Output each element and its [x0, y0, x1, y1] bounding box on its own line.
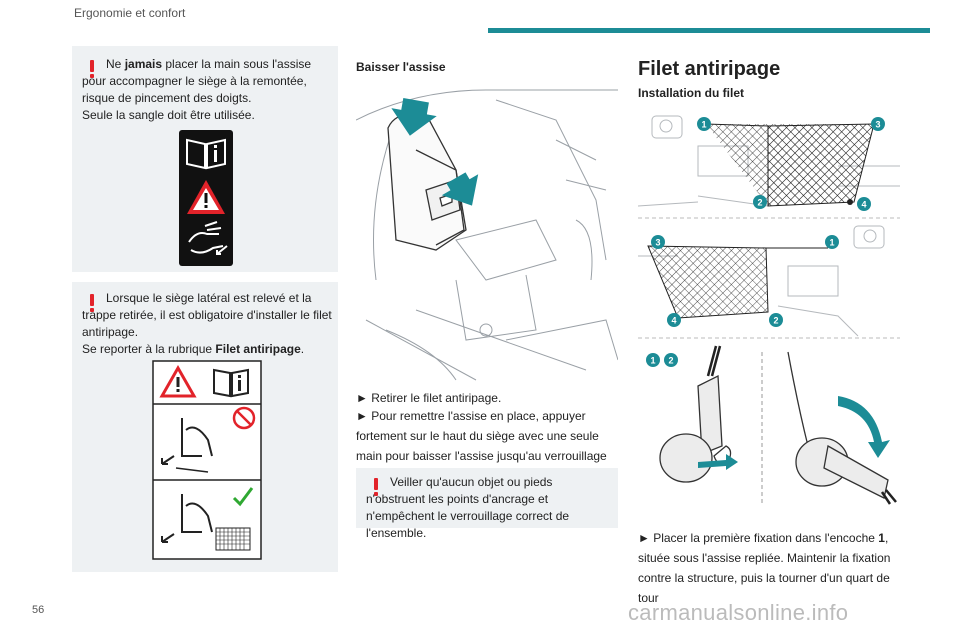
svg-text:1: 1 [701, 120, 706, 130]
seat-lowering-illustration [356, 89, 618, 381]
warning-triangle-icon [159, 364, 197, 398]
marker-4-mid: 4 [667, 313, 681, 327]
marker-2-mid: 2 [769, 313, 783, 327]
warning2-ref-bold: Filet antiripage [215, 342, 301, 356]
book-info-icon [213, 368, 249, 398]
check-icon [232, 487, 254, 507]
warning2-ref-post: . [300, 342, 305, 356]
right-bullet-pre: ► Placer la première fixation dans l'enc… [638, 531, 879, 545]
warning-mark-icon [89, 60, 95, 78]
warning-triangle-icon [187, 180, 225, 214]
no-entry-icon [232, 406, 256, 430]
svg-text:3: 3 [875, 120, 880, 130]
svg-text:3: 3 [655, 238, 660, 248]
rotate-arrow-icon [838, 396, 890, 458]
warning-mark-icon [89, 294, 95, 312]
slide-arrow-icon [698, 454, 738, 470]
mid-warning-text: Veiller qu'aucun objet ou pieds n'obstru… [366, 475, 570, 540]
warning-box-3: Veiller qu'aucun objet ou pieds n'obstru… [356, 468, 618, 540]
warning2-text: Lorsque le siège latéral est relevé et l… [82, 291, 332, 339]
svg-text:2: 2 [773, 316, 778, 326]
warning1-post: placer la main sous l'assise pour accomp… [82, 57, 312, 105]
svg-text:2: 2 [757, 198, 762, 208]
marker-2-top: 2 [753, 195, 767, 209]
marker-4-top: 4 [857, 197, 871, 211]
mid-bullet-2: ► Pour remettre l'assise en place, appuy… [356, 409, 607, 483]
marker-3-mid: 3 [651, 235, 665, 249]
svg-text:4: 4 [671, 316, 676, 326]
warning1-line2: Seule la sangle doit être utilisée. [82, 108, 255, 122]
book-info-icon [186, 138, 226, 170]
page-header: Ergonomie et confort [74, 6, 186, 20]
marker-2-detail: 2 [664, 353, 678, 367]
warning-mark-icon [373, 478, 379, 496]
marker-3-top: 3 [871, 117, 885, 131]
warning-box-2: Lorsque le siège latéral est relevé et l… [72, 282, 338, 572]
svg-text:2: 2 [668, 356, 673, 366]
svg-text:1: 1 [829, 238, 834, 248]
warning1-pre: Ne [106, 57, 125, 71]
marker-1-mid: 1 [825, 235, 839, 249]
right-bullet-post: , située sous l'assise repliée. Mainteni… [638, 531, 891, 605]
marker-1-top: 1 [697, 117, 711, 131]
watermark: carmanualsonline.info [628, 600, 849, 625]
warning-pictogram-1 [179, 130, 233, 266]
warning-box-1: Ne jamais placer la main sous l'assise p… [72, 46, 338, 272]
header-accent-bar [488, 28, 930, 33]
warning-pictogram-2 [152, 360, 262, 560]
net-installation-diagram: 1 3 2 4 3 1 4 2 1 2 [638, 115, 900, 506]
svg-text:1: 1 [650, 356, 655, 366]
mid-bullet-1: ► Retirer le filet antiripage. [356, 391, 502, 405]
page-number: 56 [32, 604, 45, 616]
press-arrow-icon [391, 98, 479, 206]
svg-text:4: 4 [861, 200, 866, 210]
right-bullet-bold: 1 [878, 531, 885, 545]
marker-1-detail: 1 [646, 353, 660, 367]
seat-net-icon [161, 494, 251, 551]
section-title-baisser: Baisser l'assise [356, 60, 446, 74]
seat-raised-icon [161, 418, 213, 473]
subsection-title-installation: Installation du filet [638, 86, 745, 100]
section-title-filet: Filet antiripage [638, 58, 781, 80]
warning1-bold: jamais [124, 57, 163, 71]
hand-pinch-icon [188, 221, 228, 255]
warning2-ref-pre: Se reporter à la rubrique [82, 342, 216, 356]
right-bullet: ► Placer la première fixation dans l'enc… [638, 528, 900, 608]
